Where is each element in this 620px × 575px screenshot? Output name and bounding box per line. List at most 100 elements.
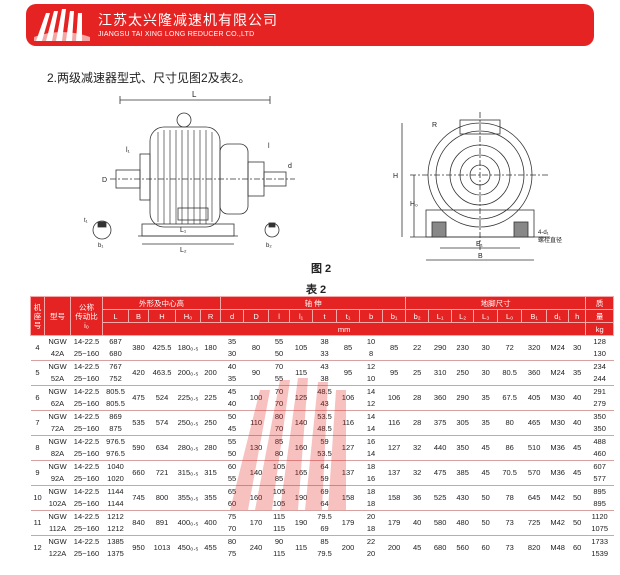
cell-t1: 127 (336, 435, 360, 461)
cell-R: 180 (200, 335, 221, 361)
side-view-drawing: L D d l₁ l L₁ L₂ (84, 90, 295, 254)
cell-seq: 6 (30, 385, 45, 411)
cell-L: 752 (109, 374, 122, 383)
th-weight-a: 质 (585, 296, 615, 310)
cell-l: 70 (268, 360, 290, 373)
cell-L2: 350 (451, 435, 474, 461)
dim-D: D (102, 177, 107, 184)
cell-b2: 40 (405, 510, 429, 536)
cell-L3: 35 (473, 385, 498, 411)
dim-B1: B₁ (476, 241, 484, 248)
cell-L1: 360 (428, 385, 452, 411)
cell-b2: 22 (405, 335, 429, 361)
cell-model: NGW (44, 335, 71, 348)
dim-b1: b₁ (98, 243, 103, 249)
cell-b1: 137 (382, 460, 406, 486)
cell-L: 1144 (107, 499, 124, 508)
cell-b: 20 (366, 549, 376, 558)
dim-L1: L₁ (180, 227, 187, 234)
cell-D: 130 (243, 435, 269, 461)
cell-w: 1075 (591, 524, 608, 533)
cell-B: 840 (128, 510, 149, 536)
cell-l: 115 (273, 549, 286, 558)
section-title: 2.两级减速器型式、尺寸见图2及表2。 (47, 71, 251, 85)
cell-l1: 125 (289, 385, 313, 411)
cell-b2: 36 (405, 485, 429, 511)
cell-H: 1013 (148, 535, 176, 560)
cell-H0: 315₀.₅ (175, 460, 201, 486)
cell-L1: 580 (428, 510, 452, 536)
cell-d1: M24 (546, 335, 569, 361)
cell-model: 82A (50, 449, 65, 458)
cell-w: 488 (585, 435, 614, 448)
cell-t: 79.5 (312, 510, 337, 523)
cell-ratio: 14-22.5 (70, 485, 103, 498)
th-sub-8: l₁ (289, 309, 314, 323)
cell-B1: 320 (521, 335, 547, 361)
cell-L2: 230 (451, 335, 474, 361)
cell-ratio: 25~160 (73, 449, 100, 458)
cell-l: 90 (268, 535, 290, 548)
cell-L: 680 (109, 349, 122, 358)
cell-B: 950 (128, 535, 149, 560)
cell-d1: M24 (546, 360, 569, 386)
cell-L: 1020 (107, 474, 124, 483)
cell-t1: 179 (336, 510, 360, 536)
th-sub-16: L₃ (473, 309, 499, 323)
cell-H0: 180₀.₅ (175, 335, 201, 361)
cell-t: 85 (312, 535, 337, 548)
reducer-technical-drawing: L D d l₁ l L₁ L₂ (84, 90, 562, 261)
cell-t: 38 (320, 374, 329, 383)
cell-L3: 45 (473, 435, 498, 461)
cell-t: 53.5 (312, 410, 337, 423)
cell-b: 10 (359, 335, 383, 348)
cell-t: 59 (320, 474, 329, 483)
cell-w: 1539 (591, 549, 608, 558)
cell-d: 35 (220, 335, 244, 348)
cell-h: 45 (568, 435, 586, 461)
cell-L2: 480 (451, 510, 474, 536)
cell-L2: 385 (451, 460, 474, 486)
th-ratio-c: i₀ (84, 320, 89, 330)
cell-h: 60 (568, 535, 586, 560)
cell-t1: 200 (336, 535, 360, 560)
cell-d: 30 (227, 349, 237, 358)
dim-H: H (393, 173, 398, 180)
cell-R: 250 (200, 410, 221, 436)
cell-d: 75 (220, 510, 244, 523)
cell-model: 62A (50, 399, 65, 408)
cell-ratio: 25~160 (73, 399, 100, 408)
cell-D: 240 (243, 535, 269, 560)
cell-d: 35 (227, 374, 237, 383)
cell-H: 634 (148, 435, 176, 461)
cell-d1: M42 (546, 485, 569, 511)
cell-L0: 73 (497, 535, 522, 560)
cell-D: 90 (243, 360, 269, 386)
cell-model: 102A (48, 499, 67, 508)
cell-ratio: 14-22.5 (70, 360, 103, 373)
front-view-drawing: R H H₀ B₁ B 4-d₁ 螺栓直径 (393, 112, 562, 261)
cell-L3: 50 (473, 510, 498, 536)
th-sub-20: h (568, 309, 587, 323)
th-ratio: 公称 传动比 i₀ (70, 296, 103, 336)
cell-d: 60 (227, 499, 237, 508)
cell-h: 35 (568, 360, 586, 386)
th-sub-6: D (243, 309, 270, 323)
cell-L: 1144 (102, 485, 129, 498)
cell-h: 50 (568, 510, 586, 536)
cell-l1: 115 (289, 535, 313, 560)
cell-L0: 73 (497, 510, 522, 536)
cell-B: 745 (128, 485, 149, 511)
cell-ratio: 14-22.5 (70, 385, 103, 398)
cell-b: 18 (359, 460, 383, 473)
cell-w: 1733 (585, 535, 614, 548)
cell-l1: 115 (289, 360, 313, 386)
cell-h: 40 (568, 410, 586, 436)
cell-b: 12 (359, 360, 383, 373)
cell-B1: 645 (521, 485, 547, 511)
cell-d: 50 (227, 449, 237, 458)
